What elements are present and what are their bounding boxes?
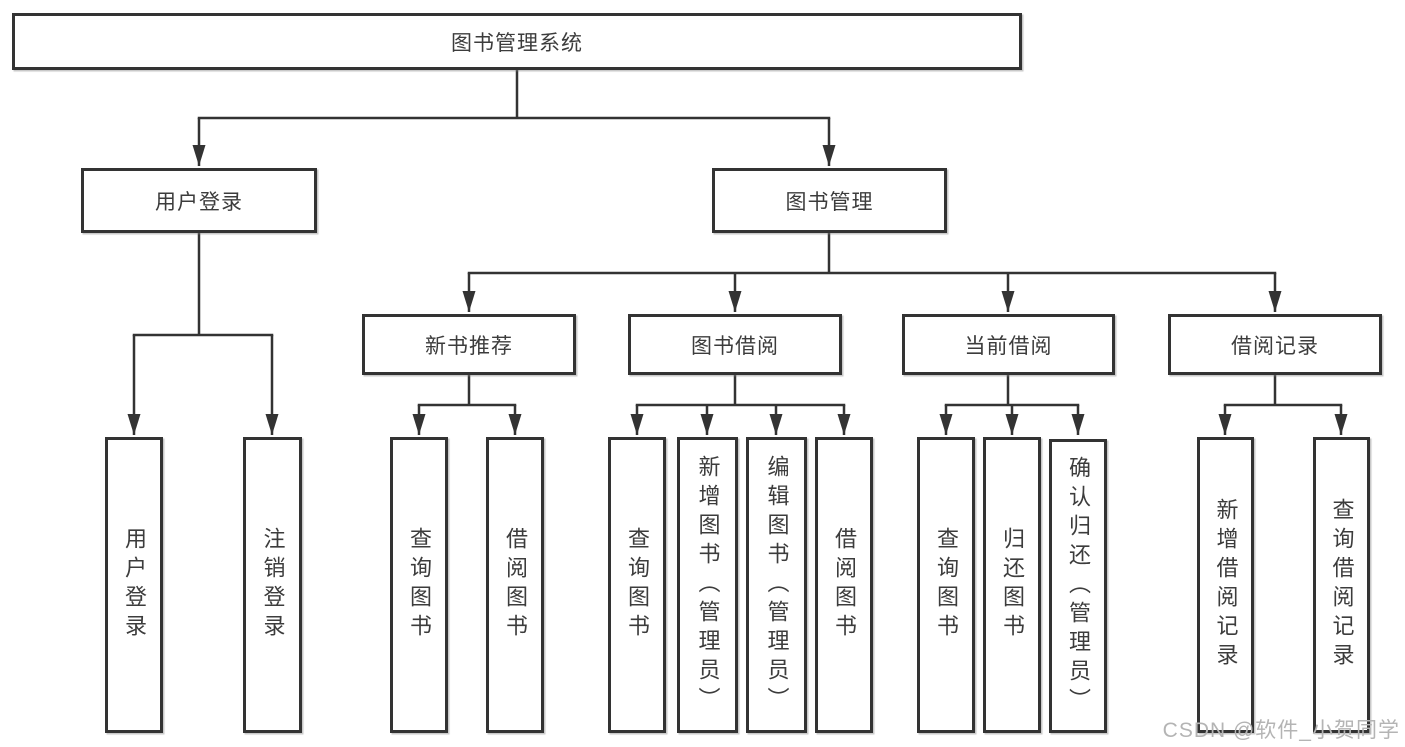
leaf-confirm-return-admin: 确认归还（管理员） [1049,439,1107,733]
node-root-label: 图书管理系统 [451,31,583,55]
node-book-management-label: 图书管理 [785,190,874,214]
leaf-add-borrow-record-label: 新增借阅记录 [1213,498,1239,672]
node-borrow-records-label: 借阅记录 [1231,334,1319,358]
node-user-login: 用户登录 [81,168,317,233]
node-book-borrow-label: 图书借阅 [691,334,779,358]
leaf-borrow-books-recommend-label: 借阅图书 [503,527,528,643]
leaf-edit-books-admin-label: 编辑图书（管理员） [764,454,790,716]
watermark: CSDN @软件_小贺同学 [1162,719,1400,742]
leaf-edit-books-admin: 编辑图书（管理员） [746,437,807,733]
leaf-query-books-current: 查询图书 [917,437,975,733]
node-book-management: 图书管理 [712,168,947,233]
leaf-logout-login: 注销登录 [243,437,302,733]
leaf-query-books-recommend: 查询图书 [390,437,448,733]
node-current-borrow-label: 当前借阅 [964,334,1053,358]
leaf-confirm-return-admin-label: 确认归还（管理员） [1066,455,1091,717]
leaf-return-books-label: 归还图书 [1000,527,1025,643]
leaf-add-books-admin-label: 新增图书（管理员） [695,454,721,716]
node-user-login-label: 用户登录 [155,190,243,214]
node-new-book-recommend-label: 新书推荐 [425,334,513,358]
leaf-user-login: 用户登录 [105,437,163,733]
node-borrow-records: 借阅记录 [1168,314,1382,375]
leaf-query-borrow-record: 查询借阅记录 [1313,437,1370,733]
node-new-book-recommend: 新书推荐 [362,314,576,375]
leaf-logout-login-label: 注销登录 [260,527,286,643]
node-root: 图书管理系统 [12,13,1022,70]
leaf-query-books-borrow-label: 查询图书 [625,527,650,643]
leaf-add-books-admin: 新增图书（管理员） [677,437,738,733]
leaf-query-books-recommend-label: 查询图书 [407,527,432,643]
leaf-return-books: 归还图书 [983,437,1041,733]
leaf-borrow-books-recommend: 借阅图书 [486,437,544,733]
node-book-borrow: 图书借阅 [628,314,842,375]
leaf-user-login-label: 用户登录 [122,527,147,643]
leaf-query-books-current-label: 查询图书 [934,527,959,643]
leaf-add-borrow-record: 新增借阅记录 [1197,437,1254,733]
leaf-query-borrow-record-label: 查询借阅记录 [1329,498,1355,672]
leaf-borrow-books: 借阅图书 [815,437,873,733]
leaf-borrow-books-label: 借阅图书 [832,527,857,643]
leaf-query-books-borrow: 查询图书 [608,437,666,733]
node-current-borrow: 当前借阅 [902,314,1115,375]
